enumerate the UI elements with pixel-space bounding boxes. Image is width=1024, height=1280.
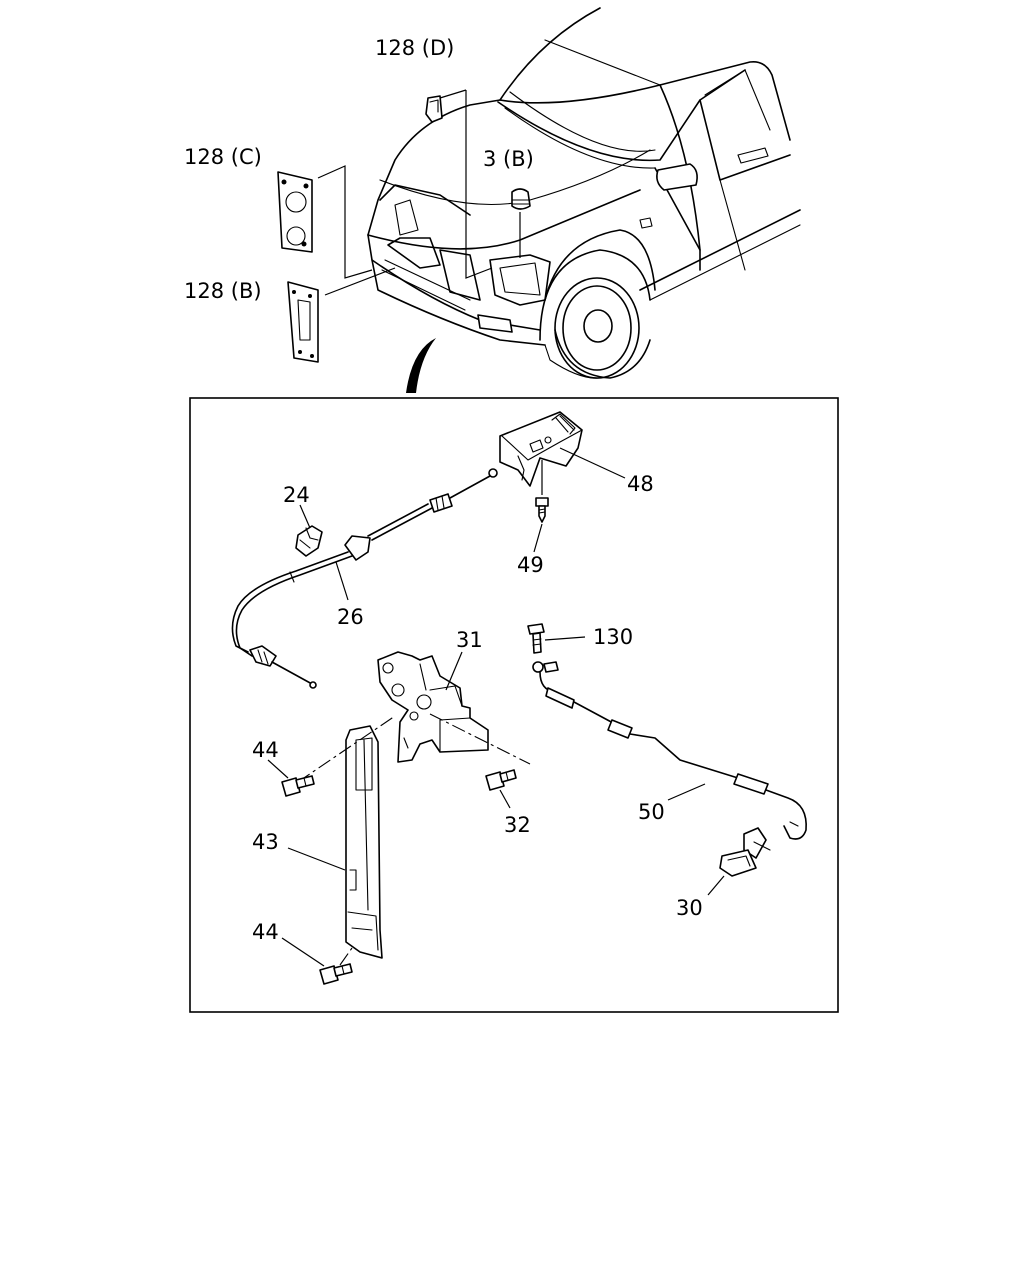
part-49-screw [535, 497, 549, 523]
callout-44-upper: 44 [252, 738, 279, 762]
callout-24: 24 [283, 483, 310, 507]
callout-3-b: 3 (B) [483, 147, 534, 171]
callout-26: 26 [337, 605, 364, 629]
part-30-holder [719, 827, 771, 877]
part-44-bolt-lower [319, 963, 353, 985]
callout-130: 130 [593, 625, 633, 649]
callout-32: 32 [504, 813, 531, 837]
part-32-bolt [485, 769, 517, 791]
callout-43: 43 [252, 830, 279, 854]
callout-31: 31 [456, 628, 483, 652]
callout-50: 50 [638, 800, 665, 824]
vehicle-illustration [277, 7, 801, 393]
part-44-bolt-upper [281, 775, 315, 797]
callout-30: 30 [676, 896, 703, 920]
part-43-bracket [345, 725, 383, 959]
part-50-support-rod [532, 661, 807, 840]
callout-49: 49 [517, 553, 544, 577]
part-24-clip [295, 525, 323, 557]
callout-44-lower: 44 [252, 920, 279, 944]
callout-128-b: 128 (B) [184, 279, 262, 303]
detail-frame [189, 397, 839, 1013]
part-130-bolt [527, 623, 545, 654]
part-48-striker-bracket [499, 411, 583, 487]
callout-48: 48 [627, 472, 654, 496]
callout-128-c: 128 (C) [184, 145, 262, 169]
callout-128-d: 128 (D) [375, 36, 454, 60]
part-31-hood-lock [377, 651, 489, 763]
part-26-release-cable [231, 468, 498, 689]
